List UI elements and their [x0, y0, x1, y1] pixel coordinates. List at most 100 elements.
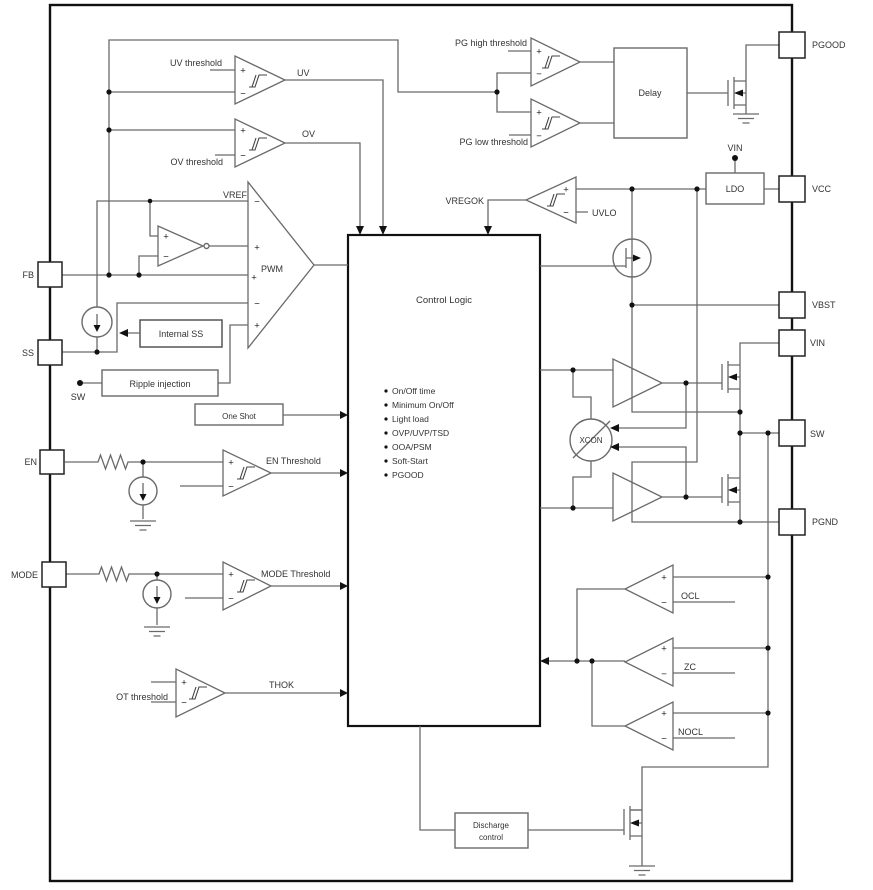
pin-label-vbst: VBST [812, 300, 836, 310]
high-side-driver [612, 357, 664, 409]
pin-fb [37, 261, 63, 288]
pg-low-comparator [530, 97, 582, 149]
feature-item: On/Off time [392, 386, 436, 396]
svg-text:−: − [240, 151, 246, 162]
ocl-comparator [623, 563, 674, 615]
ss-current-source [81, 306, 113, 338]
svg-text:+: + [240, 66, 246, 77]
pin-label-sw: SW [810, 429, 825, 439]
high-side-fet [721, 361, 740, 393]
svg-text:+: + [254, 243, 260, 254]
discharge-control-label-2: control [479, 833, 503, 842]
ov-label: OV [302, 129, 315, 139]
pin-label-vin: VIN [810, 338, 825, 348]
internal-ss-block [139, 319, 223, 348]
delay-block [613, 47, 688, 139]
svg-text:+: + [661, 709, 667, 720]
vin-internal-label: VIN [727, 143, 742, 153]
junction-dots [77, 89, 771, 716]
svg-text:−: − [661, 669, 667, 680]
feature-item: Light load [392, 414, 429, 424]
pgood-fet [727, 44, 779, 114]
pins [37, 31, 806, 588]
pin-pgood [778, 31, 806, 59]
uvlo-label: UVLO [592, 208, 617, 218]
svg-text:+: + [163, 232, 169, 243]
svg-text:−: − [661, 734, 667, 745]
ground-symbols [130, 113, 759, 876]
ocl-label: OCL [681, 591, 700, 601]
pin-label-vcc: VCC [812, 184, 832, 194]
svg-text:−: − [181, 698, 187, 709]
pin-label-pgnd: PGND [812, 517, 839, 527]
ot-comparator [175, 667, 227, 719]
control-logic-title: Control Logic [416, 295, 472, 306]
uv-comparator [234, 54, 287, 106]
pin-mode [41, 561, 67, 588]
wires [62, 39, 779, 866]
pwm-comparator [247, 180, 315, 350]
svg-text:+: + [563, 185, 569, 196]
svg-text:+: + [228, 570, 234, 581]
feature-item: OOA/PSM [392, 442, 432, 452]
svg-text:−: − [228, 594, 234, 605]
pin-label-en: EN [24, 457, 37, 467]
polarity-symbols: + − + − + − + − + − + − − + + − + + − + … [163, 47, 667, 745]
pin-sw [778, 419, 806, 447]
svg-text:+: + [661, 573, 667, 584]
feature-item: PGOOD [392, 470, 424, 480]
svg-text:−: − [536, 69, 542, 80]
pin-en [39, 449, 65, 475]
pin-vin [778, 329, 806, 357]
svg-text:+: + [251, 273, 257, 284]
delay-label: Delay [638, 88, 662, 98]
one-shot-label: One Shot [222, 412, 257, 421]
svg-text:−: − [563, 208, 569, 219]
pwm-label: PWM [261, 264, 283, 274]
control-logic-block [346, 233, 542, 728]
text-labels: UV threshold UV OV OV threshold VREF PWM… [11, 38, 846, 842]
svg-text:+: + [536, 108, 542, 119]
svg-text:−: − [240, 89, 246, 100]
low-side-fet [721, 474, 740, 506]
discharge-control-block [454, 812, 529, 849]
xcon-label: XCON [579, 436, 602, 445]
pg-high-threshold-label: PG high threshold [455, 38, 527, 48]
boot-switch-fet-internals [625, 242, 641, 274]
control-logic-features: On/Off time Minimum On/Off Light load OV… [384, 386, 454, 480]
svg-text:−: − [163, 252, 169, 263]
ov-threshold-label: OV threshold [170, 157, 223, 167]
ldo-label: LDO [726, 184, 745, 194]
pin-ss [37, 339, 63, 366]
svg-text:+: + [228, 458, 234, 469]
svg-text:+: + [240, 126, 246, 137]
uvlo-comparator [524, 175, 577, 225]
pin-vbst [778, 291, 806, 319]
svg-text:+: + [661, 644, 667, 655]
ov-comparator [234, 117, 287, 169]
feature-item: Minimum On/Off [392, 400, 454, 410]
feature-item: OVP/UVP/TSD [392, 428, 449, 438]
nocl-comparator [623, 700, 674, 752]
vref-label: VREF [223, 190, 248, 200]
svg-text:+: + [536, 47, 542, 58]
en-current-source [128, 476, 158, 506]
low-side-driver [612, 471, 664, 523]
uv-threshold-label: UV threshold [170, 58, 222, 68]
svg-text:−: − [536, 131, 542, 142]
mode-threshold-label: MODE Threshold [261, 569, 330, 579]
internal-ss-label: Internal SS [159, 329, 204, 339]
thok-label: THOK [269, 680, 294, 690]
pin-label-pgood: PGOOD [812, 40, 846, 50]
pg-low-threshold-label: PG low threshold [459, 137, 528, 147]
ripple-injection-label: Ripple injection [129, 379, 190, 389]
pg-high-comparator [530, 36, 582, 88]
feature-item: Soft-Start [392, 456, 429, 466]
uv-label: UV [297, 68, 310, 78]
ot-threshold-label: OT threshold [116, 692, 168, 702]
mode-comparator [222, 560, 273, 612]
en-threshold-label: EN Threshold [266, 456, 321, 466]
error-amp [157, 224, 205, 268]
pin-label-ss: SS [22, 348, 34, 358]
